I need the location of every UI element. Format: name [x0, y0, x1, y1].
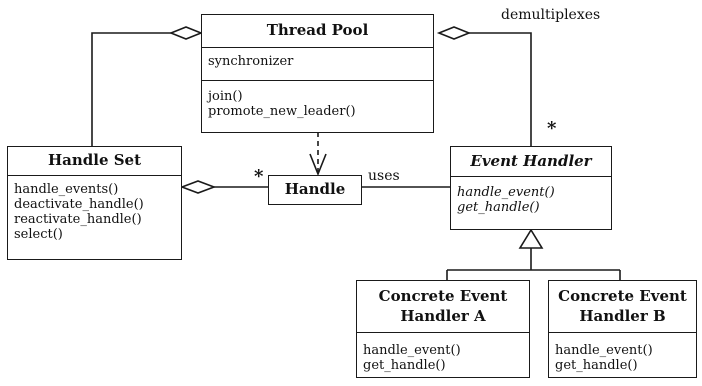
aggregation-diamond-thread-pool-left [168, 26, 204, 40]
operation-get-handle: get_handle() [457, 200, 540, 215]
handle-title: Handle [284, 180, 346, 198]
demultiplexes-label: demultiplexes [501, 7, 601, 23]
operation-handle-event: handle_event() [457, 185, 555, 200]
operation-handle-event: handle_event() [363, 343, 461, 358]
concrete-b-title: Concrete Event Handler B [549, 281, 696, 333]
attribute-synchronizer: synchronizer [208, 54, 294, 69]
thread-pool-class: Thread Pool synchronizer join() promote_… [201, 14, 434, 133]
operation-get-handle: get_handle() [363, 358, 446, 373]
operation-deactivate-handle: deactivate_handle() [14, 197, 144, 212]
multiplicity-handle: * [254, 166, 264, 187]
operation-promote-new-leader: promote_new_leader() [208, 104, 356, 119]
concrete-event-handler-a-class: Concrete Event Handler A handle_event() … [356, 280, 530, 378]
concrete-a-operations: handle_event() get_handle() [357, 333, 529, 375]
operation-handle-event: handle_event() [555, 343, 653, 358]
thread-pool-operations: join() promote_new_leader() [202, 81, 433, 121]
concrete-a-title: Concrete Event Handler A [357, 281, 529, 333]
event-handler-to-thread-pool-line [469, 32, 532, 146]
handle-set-class: Handle Set handle_events() deactivate_ha… [7, 146, 182, 260]
inheritance-triangle [518, 228, 544, 249]
aggregation-diamond-handle-set [179, 180, 217, 194]
multiplicity-event-handler: * [547, 118, 557, 139]
thread-pool-attributes: synchronizer [202, 48, 433, 81]
event-handler-title: Event Handler [451, 147, 611, 177]
operation-join: join() [208, 89, 243, 104]
operation-select: select() [14, 227, 63, 242]
event-handler-class: Event Handler handle_event() get_handle(… [450, 146, 612, 230]
operation-handle-events: handle_events() [14, 182, 119, 197]
concrete-a-title-line1: Concrete Event [378, 287, 508, 305]
concrete-b-operations: handle_event() get_handle() [549, 333, 696, 375]
operation-get-handle: get_handle() [555, 358, 638, 373]
handle-set-operations: handle_events() deactivate_handle() reac… [8, 176, 181, 244]
thread-pool-title: Thread Pool [202, 15, 433, 48]
concrete-event-handler-b-class: Concrete Event Handler B handle_event() … [548, 280, 697, 378]
aggregation-diamond-thread-pool-right [436, 26, 472, 40]
concrete-b-title-line1: Concrete Event [558, 287, 687, 305]
dependency-arrowhead [309, 153, 327, 177]
operation-reactivate-handle: reactivate_handle() [14, 212, 142, 227]
handle-set-to-thread-pool-line [91, 32, 171, 146]
event-handler-operations: handle_event() get_handle() [451, 177, 611, 217]
handle-class: Handle [268, 175, 362, 205]
handle-set-title: Handle Set [8, 147, 181, 176]
uses-label: uses [368, 168, 400, 184]
concrete-b-title-line2: Handler B [579, 307, 666, 325]
concrete-a-title-line2: Handler A [400, 307, 486, 325]
